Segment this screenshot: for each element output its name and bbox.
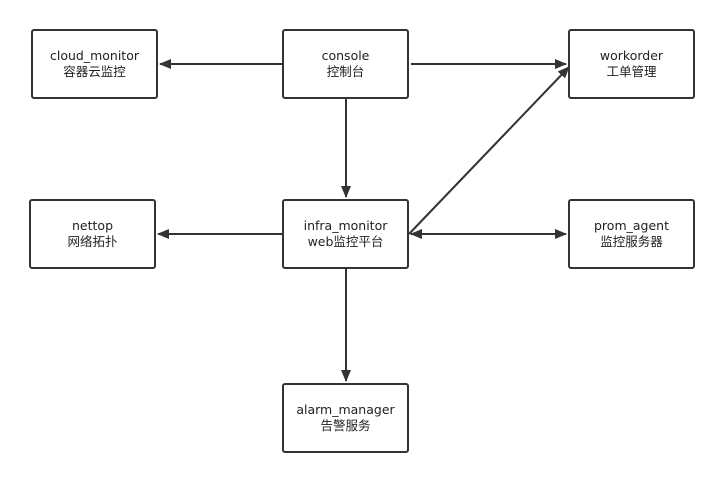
- node-workorder-name: workorder: [599, 48, 664, 63]
- node-infra-monitor-name: infra_monitor: [303, 218, 388, 233]
- node-cloud-monitor-name: cloud_monitor: [49, 48, 139, 63]
- node-prom-agent-desc: 监控服务器: [600, 234, 663, 249]
- node-prom-agent-name: prom_agent: [594, 218, 669, 233]
- node-prom-agent[interactable]: prom_agent 监控服务器: [568, 199, 695, 269]
- node-console-desc: 控制台: [326, 64, 365, 79]
- node-nettop[interactable]: nettop 网络拓扑: [29, 199, 156, 269]
- node-cloud-monitor-desc: 容器云监控: [63, 64, 126, 79]
- node-alarm-manager[interactable]: alarm_manager 告警服务: [282, 383, 409, 453]
- node-workorder-desc: 工单管理: [606, 64, 657, 79]
- node-alarm-manager-desc: 告警服务: [320, 418, 371, 433]
- node-nettop-desc: 网络拓扑: [67, 234, 118, 249]
- edge-infra-monitor-to-workorder: [408, 66, 570, 235]
- node-infra-monitor[interactable]: infra_monitor web监控平台: [282, 199, 409, 269]
- node-console-name: console: [321, 48, 370, 63]
- node-console[interactable]: console 控制台: [282, 29, 409, 99]
- node-cloud-monitor[interactable]: cloud_monitor 容器云监控: [31, 29, 158, 99]
- node-infra-monitor-desc: web监控平台: [307, 234, 384, 249]
- node-workorder[interactable]: workorder 工单管理: [568, 29, 695, 99]
- node-alarm-manager-name: alarm_manager: [296, 402, 395, 417]
- node-nettop-name: nettop: [72, 218, 113, 233]
